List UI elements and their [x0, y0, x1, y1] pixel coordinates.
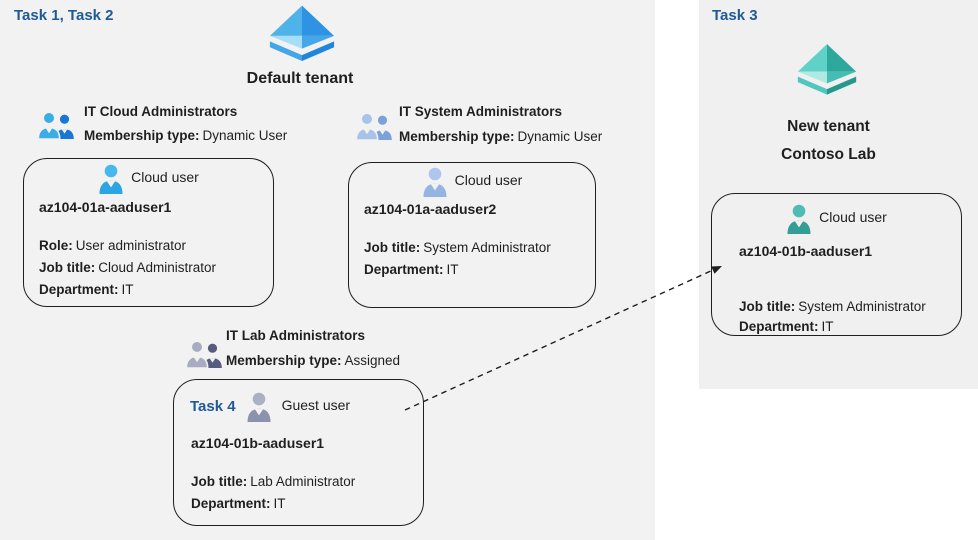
guest-user-card: Task 4 Guest user az104-01b-aaduser1 Job… [173, 379, 424, 526]
field-department: Department:IT [739, 319, 834, 334]
group-membership: Membership type:Dynamic User [84, 128, 287, 143]
card-header: Cloud user [24, 164, 273, 194]
default-tenant-title: Default tenant [246, 70, 354, 87]
group-membership: Membership type:Dynamic User [399, 129, 602, 144]
field-department: Department:IT [364, 262, 459, 277]
user-icon [423, 167, 447, 197]
card-header: Cloud user [712, 204, 961, 234]
user-icon [99, 164, 123, 194]
username: az104-01a-aaduser2 [364, 201, 497, 217]
field-job-title: Job title:System Administrator [364, 240, 551, 255]
new-tenant-title-line2: Contoso Lab [781, 146, 876, 163]
cloud-user-card-aaduser2: Cloud user az104-01a-aaduser2 Job title:… [348, 162, 596, 308]
user-fields: Job title:System Administrator Departmen… [364, 237, 551, 281]
user-fields: Role:User administrator Job title:Cloud … [39, 235, 216, 301]
group-title-it-lab-administrators: IT Lab Administrators [226, 328, 366, 343]
field-role: Role:User administrator [39, 238, 187, 253]
cloud-user-card-aaduser1: Cloud user az104-01a-aaduser1 Role:User … [23, 158, 274, 307]
membership-value: Dynamic User [202, 128, 288, 143]
user-fields: Job title:Lab Administrator Department:I… [191, 471, 355, 515]
user-group-icon [38, 111, 74, 139]
group-title-it-system-administrators: IT System Administrators [399, 104, 563, 119]
azure-ad-tenant-icon-teal [797, 44, 857, 95]
user-icon [787, 204, 811, 234]
field-department: Department:IT [191, 496, 286, 511]
user-icon [247, 392, 271, 422]
username: az104-01b-aaduser1 [739, 243, 873, 259]
user-group-icon [356, 112, 392, 140]
task-1-2-label: Task 1, Task 2 [14, 7, 114, 24]
azure-ad-tenant-icon [269, 5, 335, 62]
user-type-label: Guest user [281, 397, 351, 413]
membership-label: Membership type: [84, 128, 200, 143]
username: az104-01b-aaduser1 [191, 435, 325, 451]
user-fields: Job title:System Administrator Departmen… [739, 297, 926, 337]
new-tenant-panel: Task 3 New tenant Contoso Lab Cloud user… [699, 0, 978, 389]
user-group-icon [186, 340, 222, 368]
card-header: Task 4 Guest user [190, 392, 350, 422]
default-tenant-panel: Task 1, Task 2 Default tenant IT Cloud A… [0, 0, 655, 540]
username: az104-01a-aaduser1 [39, 199, 172, 215]
group-membership: Membership type:Assigned [226, 353, 400, 368]
membership-value: Assigned [344, 353, 401, 368]
new-tenant-title-line1: New tenant [787, 118, 870, 135]
user-type-label: Cloud user [454, 172, 523, 188]
user-type-label: Cloud user [819, 209, 887, 225]
membership-label: Membership type: [226, 353, 342, 368]
membership-label: Membership type: [399, 129, 515, 144]
user-type-label: Cloud user [131, 169, 199, 185]
group-title-it-cloud-administrators: IT Cloud Administrators [84, 104, 238, 119]
task-3-label: Task 3 [712, 7, 758, 24]
field-job-title: Job title:System Administrator [739, 299, 926, 314]
card-header: Cloud user [349, 167, 595, 197]
field-job-title: Job title:Cloud Administrator [39, 260, 217, 275]
new-tenant-cloud-user-card: Cloud user az104-01b-aaduser1 Job title:… [711, 193, 962, 336]
field-job-title: Job title:Lab Administrator [191, 474, 356, 489]
task-4-label: Task 4 [190, 398, 236, 415]
field-department: Department:IT [39, 282, 134, 297]
membership-value: Dynamic User [517, 129, 603, 144]
